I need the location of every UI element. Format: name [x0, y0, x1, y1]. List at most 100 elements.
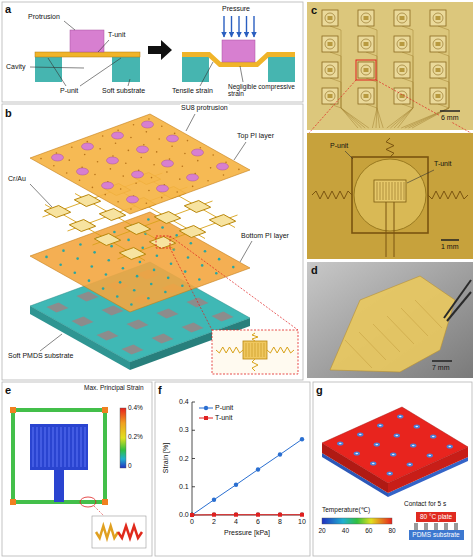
- sensor-unit: [69, 220, 95, 232]
- label: Pressure: [222, 5, 250, 13]
- t-unit-comb: [243, 341, 267, 359]
- pillar: [424, 523, 428, 530]
- via-dot: [218, 258, 221, 261]
- data-point: [278, 513, 282, 517]
- strain-frame: [13, 410, 105, 502]
- via-dot: [113, 231, 116, 234]
- via-dot: [167, 277, 170, 280]
- comb-finger: [73, 427, 74, 467]
- su8-protrusion: [102, 182, 114, 189]
- su8-protrusion: [107, 157, 119, 164]
- t-unit: [400, 42, 405, 46]
- su8-protrusion: [112, 132, 124, 139]
- leader-line: [30, 67, 84, 68]
- data-point: [234, 483, 238, 487]
- label: 20: [319, 527, 326, 534]
- via-dot: [161, 226, 164, 229]
- via-dot: [122, 267, 125, 270]
- label: Contact for 5 s: [404, 500, 446, 507]
- perforation: [99, 148, 101, 150]
- perforation: [192, 186, 194, 188]
- sheet-grid: [415, 300, 442, 328]
- perforation: [102, 135, 104, 137]
- via-dot: [45, 256, 48, 259]
- comb-finger: [249, 343, 250, 357]
- strain-hotspot: [10, 499, 16, 505]
- sensor-pixel: [358, 62, 374, 78]
- perforation: [97, 161, 99, 163]
- perforation: [130, 208, 132, 210]
- label: 4: [234, 518, 238, 526]
- perforation: [130, 137, 132, 139]
- wire: [387, 26, 413, 128]
- label: 2: [212, 518, 216, 526]
- cavity: [102, 306, 124, 316]
- cool-spot: [430, 435, 436, 439]
- pillar: [434, 523, 438, 530]
- zoom-inset: [212, 330, 298, 374]
- label: 0.2%: [128, 433, 143, 440]
- stem: [54, 470, 64, 502]
- p-unit-frame: [352, 157, 428, 233]
- protrusion: [70, 30, 104, 52]
- perforation: [71, 146, 73, 148]
- comb-finger: [398, 182, 399, 200]
- lead-wire: [386, 202, 387, 257]
- sensor-pixel: [394, 10, 410, 26]
- via-dot: [175, 234, 178, 237]
- su8-protrusion: [162, 160, 174, 167]
- cool-spot: [448, 446, 451, 448]
- legend-swatch: [199, 404, 213, 412]
- strain-hotspot: [102, 407, 108, 413]
- perforation: [66, 172, 68, 174]
- soft-substrate: [112, 57, 140, 82]
- leader-line: [80, 58, 121, 86]
- cool-spot: [399, 416, 402, 418]
- data-point: [190, 513, 194, 517]
- cool-spot: [370, 462, 376, 466]
- label: Tensile strain: [172, 87, 213, 95]
- sensor-unit: [149, 237, 175, 249]
- data-line: [192, 514, 302, 515]
- perforation: [120, 188, 122, 190]
- cavity-outline: [325, 39, 335, 49]
- perforation: [146, 203, 148, 205]
- via-dot: [105, 273, 108, 276]
- tick: [192, 430, 195, 431]
- via-dot: [74, 271, 77, 274]
- label: 0.4: [179, 398, 189, 406]
- comb-finger: [395, 182, 396, 200]
- cool-spot: [357, 433, 363, 437]
- perforation: [166, 171, 168, 173]
- zoom-marker: [80, 497, 96, 507]
- comb-finger: [392, 182, 393, 200]
- strain-hotspot: [102, 499, 108, 505]
- via-dot: [93, 251, 96, 254]
- scale-bar: [440, 110, 460, 112]
- label: Soft substrate: [102, 87, 145, 95]
- wire: [366, 104, 383, 128]
- pressure-arrow: [246, 16, 247, 37]
- cool-spot: [412, 445, 415, 447]
- cool-spot: [394, 434, 400, 438]
- serpentine: [96, 526, 118, 538]
- cool-spot: [395, 435, 398, 437]
- perforation: [171, 145, 173, 147]
- cool-spot: [375, 444, 378, 446]
- substrate-box: PDMS substrate: [409, 530, 464, 540]
- panel-letter: f: [158, 384, 162, 397]
- t-unit: [436, 68, 441, 72]
- comb-finger: [255, 343, 256, 357]
- wire: [330, 104, 369, 128]
- data-point: [256, 467, 260, 471]
- cool-spot: [372, 463, 375, 465]
- perforation: [125, 162, 127, 164]
- perforation: [176, 191, 178, 193]
- perforation: [84, 154, 86, 156]
- top-pi-layer: [30, 114, 250, 214]
- cavity-outline: [433, 65, 443, 75]
- wire: [394, 78, 413, 128]
- t-unit: [436, 16, 441, 20]
- legend-label: P-unit: [215, 404, 233, 412]
- comb-finger: [69, 427, 70, 467]
